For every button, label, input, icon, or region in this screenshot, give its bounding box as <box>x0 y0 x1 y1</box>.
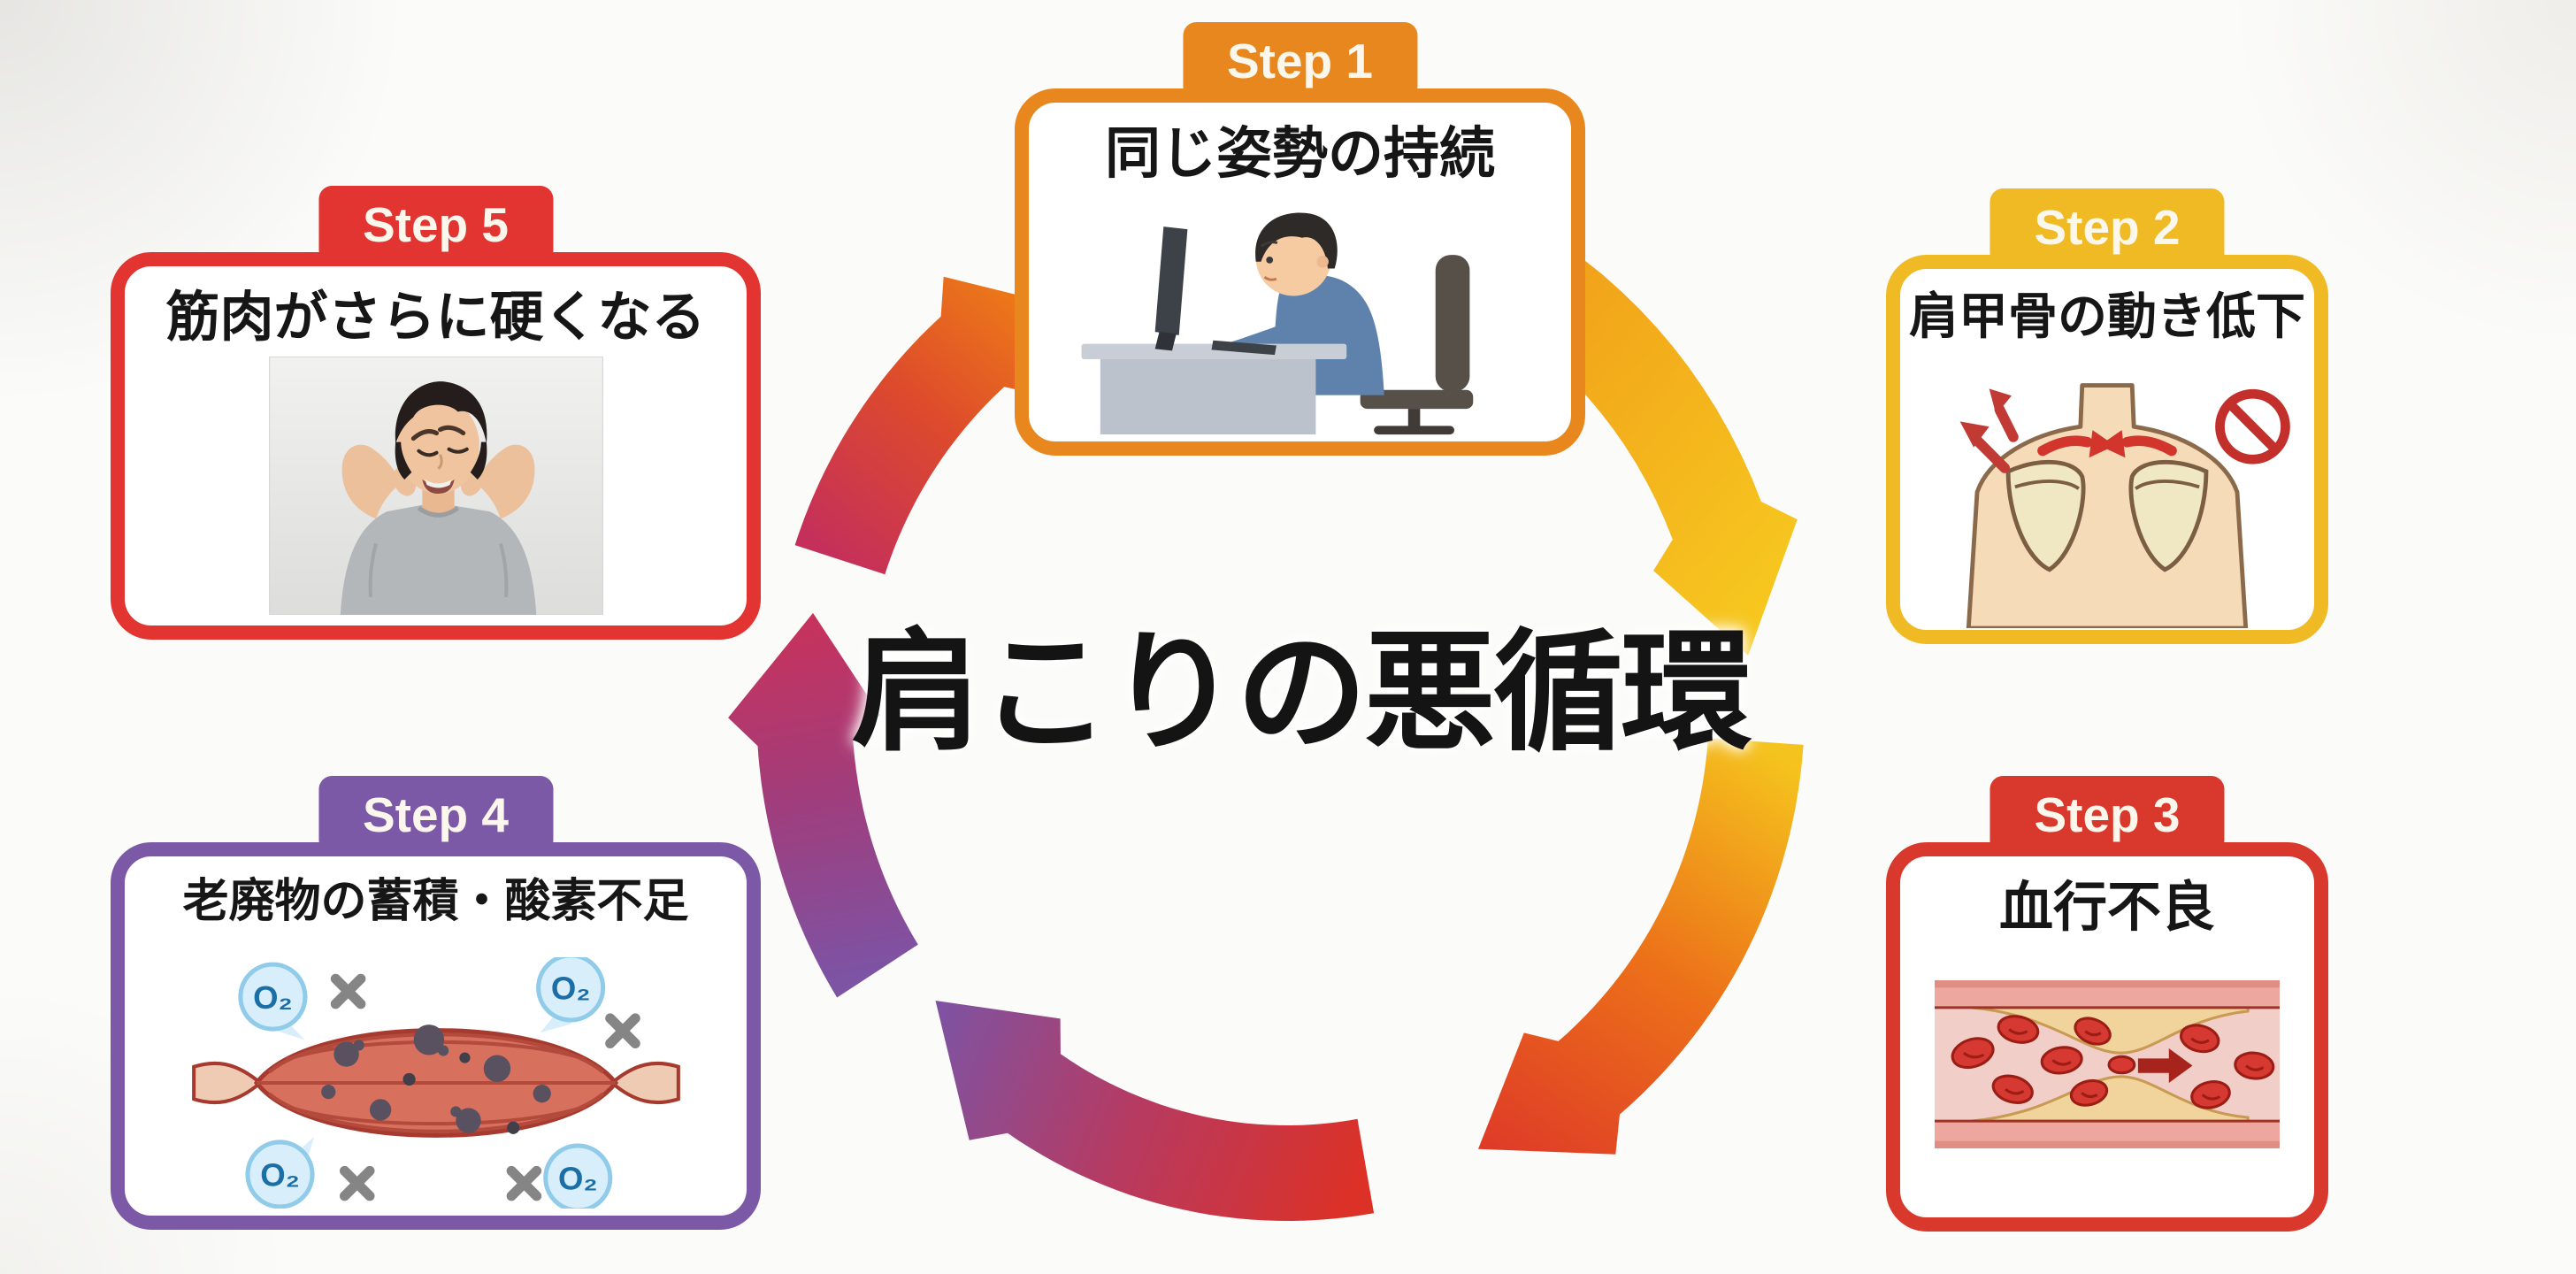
upper-back <box>1966 383 2249 628</box>
o2-bubble-icon <box>535 957 605 1023</box>
person-at-desk-illustration <box>1081 212 1473 435</box>
left-arm <box>341 444 401 519</box>
step-1-title: 同じ姿勢の持続 <box>1105 123 1495 185</box>
cycle-arrow-step2-to-step3 <box>1478 738 1804 1155</box>
tendon-left <box>191 1061 263 1105</box>
inward-arrow-left <box>2037 435 2093 457</box>
cycle-arrow-step4-to-step5 <box>728 612 918 998</box>
person-eye <box>1265 257 1273 264</box>
step-4-badge-label: Step 4 <box>362 787 510 842</box>
o2-label: O₂ <box>557 1161 597 1197</box>
tendon-right <box>609 1061 680 1105</box>
face <box>396 397 479 495</box>
o2-bubble-icon <box>237 962 307 1032</box>
plaque-bottom <box>1970 1075 2250 1123</box>
monitor <box>1154 226 1187 335</box>
step-2-badge: Step 2 <box>1990 188 2225 266</box>
closed-eyes <box>416 447 469 457</box>
step-2-title: 肩甲骨の動き低下 <box>1909 288 2305 344</box>
step-5-card: Step 5 筋肉がさらに硬くなる <box>111 186 761 640</box>
step-3-title: 血行不良 <box>1998 877 2215 937</box>
blocked-x-marks <box>330 973 640 1201</box>
hair <box>395 381 487 444</box>
shoulder-blades-illustration <box>1959 383 2290 628</box>
neck-pain-photo <box>268 357 603 615</box>
step-3-badge: Step 3 <box>1990 776 2225 854</box>
o2-label: O₂ <box>550 971 590 1007</box>
step-2-badge-label: Step 2 <box>2034 200 2181 255</box>
cycle-arrow-step3-to-step4 <box>935 1001 1375 1221</box>
o2-bubble-icon <box>542 1143 612 1209</box>
step-2-card: Step 2 肩甲骨の動き低下 <box>1886 188 2328 644</box>
step-1-badge: Step 1 <box>1182 22 1418 100</box>
muscle-illustration: O₂ O₂ O₂ O₂ <box>191 957 680 1209</box>
person-hair <box>1254 212 1338 269</box>
step-4-badge: Step 4 <box>318 776 554 854</box>
o2-label: O₂ <box>260 1157 300 1193</box>
cycle-arrow-step5-to-step1 <box>794 276 1060 575</box>
inward-arrow-right <box>2121 435 2177 457</box>
right-arm <box>475 444 534 519</box>
step-3-badge-label: Step 3 <box>2034 787 2181 842</box>
step-5-badge: Step 5 <box>318 186 554 264</box>
step-1-card: Step 1 同じ姿勢の持続 <box>1015 22 1585 456</box>
center-title: 肩こりの悪循環 <box>851 620 1752 766</box>
desk-panel <box>1100 359 1315 435</box>
prohibition-icon <box>2215 388 2290 464</box>
right-scapula <box>2128 459 2209 572</box>
o2-bubble-icon <box>244 1140 315 1209</box>
step-5-badge-label: Step 5 <box>362 197 510 252</box>
step-1-badge-label: Step 1 <box>1226 34 1374 88</box>
red-blood-cells <box>1951 1015 2275 1109</box>
step-5-title: 筋肉がさらに硬くなる <box>165 287 706 347</box>
waste-spots <box>320 1025 551 1134</box>
o2-bubbles: O₂ O₂ O₂ O₂ <box>237 957 612 1209</box>
chair-back <box>1435 255 1469 392</box>
o2-label: O₂ <box>253 979 293 1016</box>
stuck-arrow-1 <box>1972 434 2011 473</box>
gray-tshirt <box>340 503 536 615</box>
flow-arrow-icon <box>2137 1048 2193 1084</box>
desk-top <box>1081 343 1346 359</box>
left-scapula <box>2005 459 2086 572</box>
furrowed-brows <box>410 425 465 441</box>
chair-seat <box>1360 389 1473 410</box>
step-4-card: Step 4 老廃物の蓄積・酸素不足 O₂ <box>111 776 761 1230</box>
stuck-arrow-2 <box>1994 403 2019 442</box>
blood-vessel-illustration <box>1935 980 2280 1148</box>
keyboard <box>1210 340 1276 356</box>
collar <box>417 506 459 518</box>
step-4-title: 老廃物の蓄積・酸素不足 <box>182 876 689 927</box>
step-3-card: Step 3 血行不良 <box>1886 776 2328 1232</box>
